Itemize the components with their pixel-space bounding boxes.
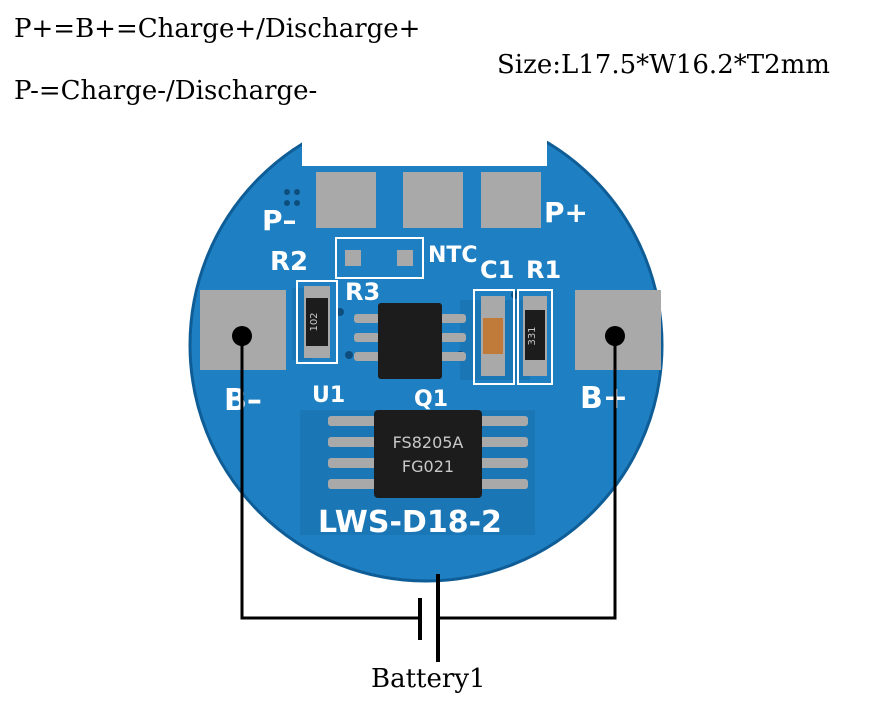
label-ntc: NTC — [428, 243, 478, 268]
ntc-footprint — [335, 237, 424, 279]
board-notch — [302, 100, 547, 166]
chip-u1 — [354, 303, 466, 379]
wire-b-minus — [240, 336, 418, 620]
q1-marking-line1: FS8205A — [393, 433, 464, 452]
caption-p-minus-definition: P-=Charge-/Discharge- — [14, 76, 318, 106]
r1-code: 331 — [527, 326, 538, 345]
caption-board-size: Size:L17.5*W16.2*T2mm — [497, 50, 830, 80]
battery-wiring — [240, 336, 617, 620]
chip-q1: FS8205A FG021 — [328, 410, 528, 498]
pad-p-minus — [316, 172, 376, 228]
label-p-minus: P– — [262, 204, 297, 237]
terminal-dot-b-minus — [232, 326, 252, 346]
wire-b-plus — [439, 336, 617, 620]
label-model: LWS-D18-2 — [318, 505, 502, 540]
q1-marking-line2: FG021 — [402, 457, 454, 476]
label-u1: U1 — [312, 383, 345, 408]
pad-p-plus — [481, 172, 541, 228]
r3-code: 102 — [309, 312, 320, 331]
capacitor-c1 — [473, 289, 515, 385]
label-p-plus: P+ — [544, 196, 588, 229]
label-r3: R3 — [345, 278, 380, 306]
resistor-r3: 102 — [296, 280, 338, 364]
label-b-plus: B+ — [580, 381, 628, 416]
resistor-r1: 331 — [517, 289, 553, 385]
terminal-dot-b-plus — [605, 326, 625, 346]
battery-label: Battery1 — [371, 664, 486, 694]
label-r1: R1 — [526, 256, 561, 284]
battery-symbol — [418, 574, 440, 662]
caption-p-plus-definition: P+=B+=Charge+/Discharge+ — [14, 14, 421, 44]
label-r2: R2 — [270, 247, 308, 277]
label-q1: Q1 — [414, 387, 448, 412]
label-c1: C1 — [480, 256, 514, 284]
pad-ntc — [403, 172, 463, 228]
